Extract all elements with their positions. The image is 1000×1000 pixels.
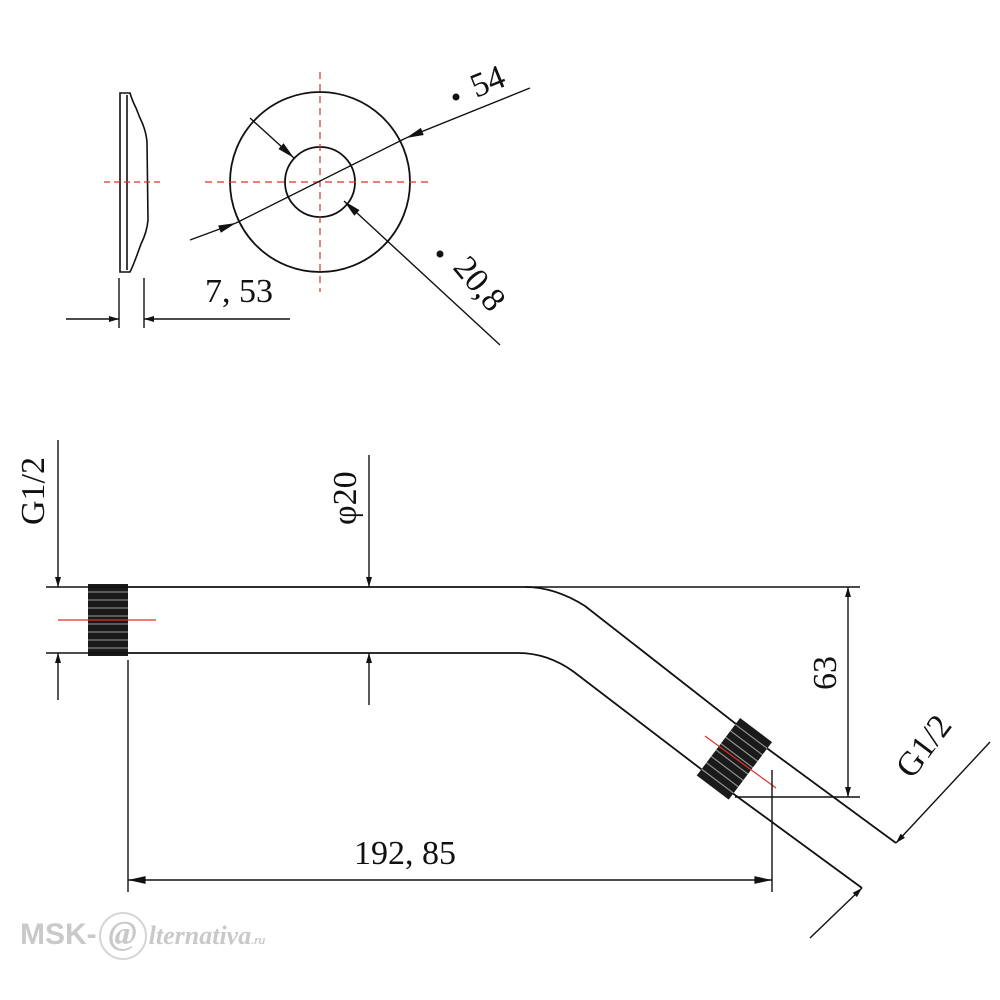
right-thread-dimension	[809, 741, 991, 939]
hole-diameter-symbol	[436, 250, 444, 258]
watermark-tld: .ru	[251, 934, 266, 947]
right-thread-label: G1/2	[889, 708, 959, 785]
watermark-at-icon: @	[98, 912, 147, 960]
watermark: MSK-@lternativa.ru	[20, 912, 265, 960]
length-label: 192, 85	[354, 835, 456, 872]
shower-arm-body	[128, 586, 897, 889]
offset-height-label: 63	[807, 656, 844, 690]
outer-diameter-symbol	[452, 93, 460, 101]
pipe-diameter-label: φ20	[327, 471, 364, 525]
outer-diameter-dimension	[189, 87, 531, 241]
thickness-label: 7, 53	[205, 273, 273, 310]
length-dimension	[127, 660, 773, 892]
right-thread	[696, 718, 773, 800]
thickness-dimension	[66, 278, 290, 328]
watermark-brand: MSK-	[20, 917, 97, 951]
arm-centerlines	[58, 619, 777, 789]
watermark-site: lternativa	[148, 920, 252, 950]
left-thread-label: G1/2	[15, 457, 52, 525]
offset-height-dimension	[525, 586, 860, 798]
hole-diameter-label: 20,8	[446, 249, 513, 318]
left-thread-dimension	[46, 440, 128, 700]
hole-diameter-dimension	[249, 117, 501, 346]
